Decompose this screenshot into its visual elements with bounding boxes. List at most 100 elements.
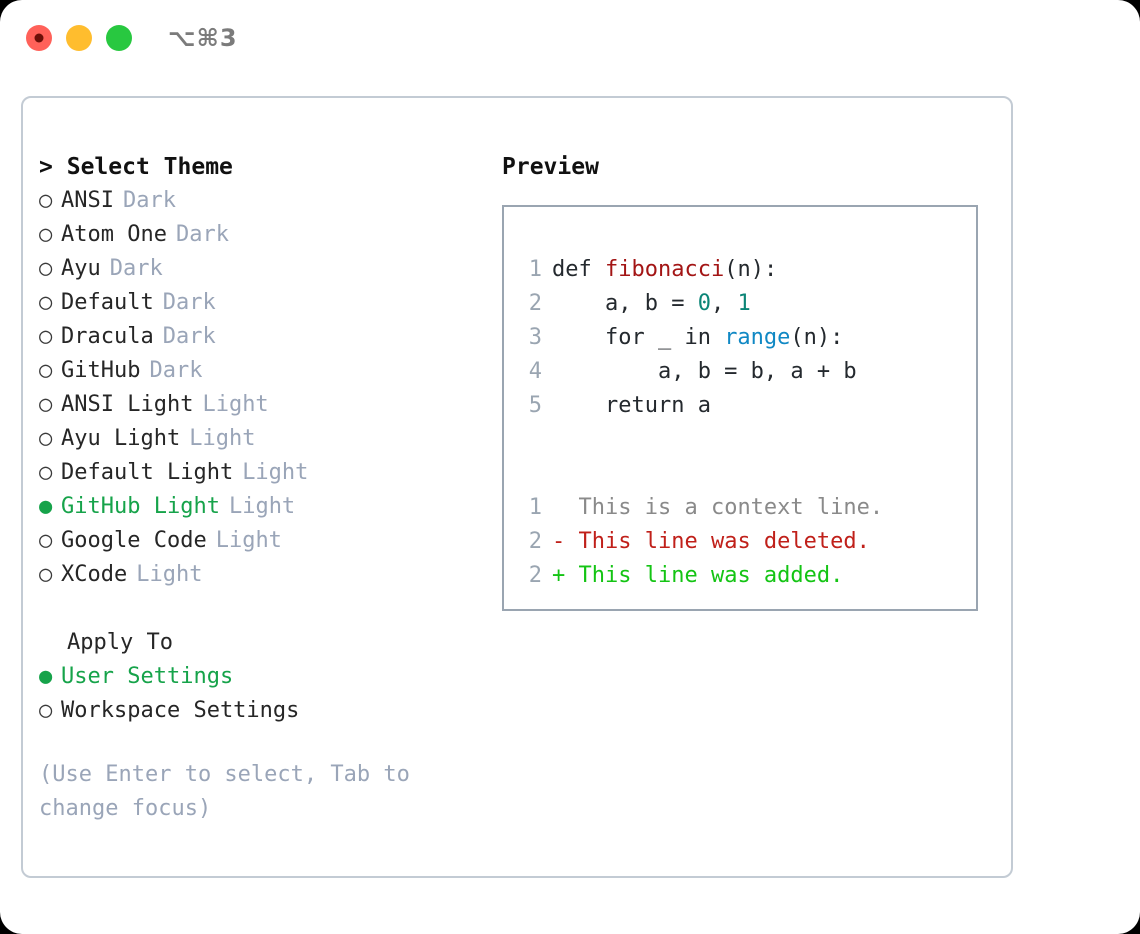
theme-variant-tag: Light	[202, 392, 269, 417]
apply-to-option-label: User Settings	[61, 664, 234, 689]
apply-to-option-user-settings[interactable]: ● User Settings	[39, 660, 489, 694]
theme-variant-tag: Dark	[149, 358, 203, 383]
code-token-num: 1	[737, 291, 751, 316]
radio-unselected-icon: ○	[39, 358, 53, 383]
radio-unselected-icon: ○	[39, 562, 53, 587]
theme-variant-tag: Light	[242, 460, 309, 485]
diff-line-delete: 2- This line was deleted.	[520, 525, 883, 559]
theme-option-label: Ayu Light	[61, 426, 181, 451]
theme-option-label: Default	[61, 290, 154, 315]
code-token-plain: a, b =	[552, 291, 698, 316]
diff-line-context: 1 This is a context line.	[520, 491, 883, 525]
code-line: 3 for _ in range(n):	[520, 321, 883, 355]
apply-to-list: ● User Settings ○Workspace Settings	[39, 660, 489, 728]
theme-option-label: GitHub Light	[61, 494, 220, 519]
prompt-caret-icon: >	[39, 154, 53, 180]
theme-variant-tag: Dark	[122, 188, 176, 213]
theme-option-label: GitHub	[61, 358, 141, 383]
theme-variant-tag: Light	[228, 494, 296, 519]
theme-option-label: XCode	[61, 562, 128, 587]
minimize-button[interactable]	[66, 25, 92, 51]
radio-selected-icon: ●	[39, 664, 53, 689]
diff-marker: -	[552, 529, 579, 554]
line-number: 4	[528, 359, 542, 384]
code-line: 2 a, b = 0, 1	[520, 287, 883, 321]
code-blank-line	[520, 457, 883, 491]
radio-unselected-icon: ○	[39, 392, 53, 417]
theme-option-label: Atom One	[61, 222, 167, 247]
code-token-num: 0	[697, 291, 711, 316]
radio-unselected-icon: ○	[39, 290, 53, 315]
theme-option-label: Ayu	[61, 256, 101, 281]
theme-variant-tag: Dark	[109, 256, 163, 281]
line-number: 2	[528, 529, 542, 554]
code-token-plain: (n):	[790, 325, 844, 350]
radio-unselected-icon: ○	[39, 426, 53, 451]
theme-option-atom-one[interactable]: ○ Atom One Dark	[39, 218, 489, 252]
spacer	[39, 592, 489, 626]
code-token-plain: a, b = b, a + b	[552, 359, 857, 384]
radio-unselected-icon: ○	[39, 222, 53, 247]
radio-unselected-icon: ○	[39, 460, 53, 485]
radio-unselected-icon: ○	[39, 324, 53, 349]
close-button[interactable]	[26, 25, 52, 51]
line-number: 5	[528, 393, 542, 418]
diff-text: This line was deleted.	[578, 529, 870, 554]
apply-to-title: Apply To	[67, 630, 173, 655]
code-blank-line	[520, 423, 883, 457]
code-token-func: fibonacci	[604, 257, 725, 282]
page-title: > Select Theme	[39, 150, 489, 184]
theme-option-default-light[interactable]: ○ Default Light Light	[39, 456, 489, 490]
diff-text: This line was added.	[578, 563, 844, 588]
diff-marker: +	[552, 563, 579, 588]
code-token-call: range	[724, 325, 791, 350]
line-number: 1	[528, 257, 542, 282]
theme-option-label: ANSI Light	[61, 392, 194, 417]
line-number: 1	[528, 495, 542, 520]
radio-selected-icon: ●	[39, 494, 53, 519]
radio-unselected-icon: ○	[39, 256, 53, 281]
code-line: 5 return a	[520, 389, 883, 423]
diff-marker	[552, 495, 579, 520]
theme-variant-tag: Dark	[162, 324, 216, 349]
radio-unselected-icon: ○	[39, 188, 53, 213]
title-bar: ⌥⌘3	[0, 0, 1140, 78]
keyboard-shortcut-label: ⌥⌘3	[168, 24, 238, 52]
line-number: 2	[528, 563, 542, 588]
code-token-plain: (n):	[724, 257, 778, 282]
traffic-light-buttons	[26, 25, 132, 51]
code-line: 4 a, b = b, a + b	[520, 355, 883, 389]
diff-line-add: 2 + This line was added.	[520, 559, 883, 593]
theme-variant-tag: Dark	[162, 290, 216, 315]
line-number: 2	[528, 291, 542, 316]
maximize-button[interactable]	[106, 25, 132, 51]
theme-option-dracula[interactable]: ○ Dracula Dark	[39, 320, 489, 354]
theme-option-ayu[interactable]: ○ Ayu Dark	[39, 252, 489, 286]
code-token-plain: for _ in	[552, 325, 725, 350]
theme-option-default[interactable]: ○ Default Dark	[39, 286, 489, 320]
theme-option-label: Default Light	[61, 460, 234, 485]
radio-unselected-icon: ○	[39, 698, 53, 723]
theme-option-github-light[interactable]: ● GitHub Light Light	[39, 490, 489, 524]
theme-variant-tag: Light	[215, 528, 282, 553]
theme-option-label: Dracula	[61, 324, 154, 349]
diff-text: This is a context line.	[578, 495, 884, 520]
apply-to-option-workspace-settings[interactable]: ○Workspace Settings	[39, 694, 489, 728]
preview-title: Preview	[502, 154, 599, 180]
theme-option-ansi-light[interactable]: ○ ANSI Light Light	[39, 388, 489, 422]
theme-variant-tag: Dark	[175, 222, 229, 247]
theme-option-github[interactable]: ○ GitHub Dark	[39, 354, 489, 388]
code-token-plain: return a	[552, 393, 711, 418]
